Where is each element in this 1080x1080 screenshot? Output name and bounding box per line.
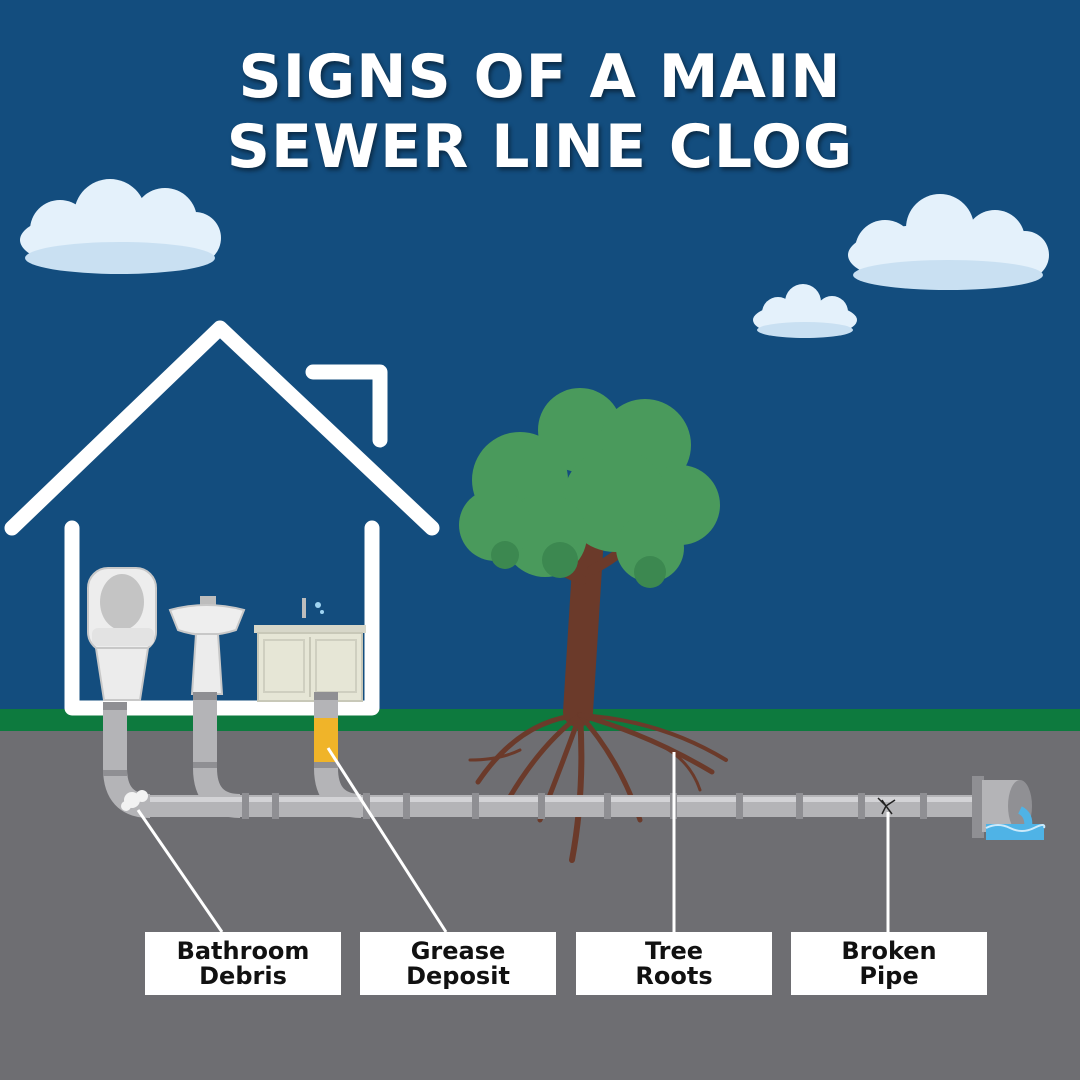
house-outline-icon [4, 320, 440, 716]
label-line: Broken [841, 936, 937, 965]
ground [0, 729, 1080, 1080]
title-line-1: SIGNS OF A MAIN [238, 42, 842, 112]
crack-icon [877, 797, 896, 815]
label-bathroom-debris: Bathroom Debris [145, 932, 341, 995]
sewer-pipe [103, 692, 980, 819]
cloud-icon [753, 284, 857, 338]
label-tree-roots: Tree Roots [576, 932, 772, 995]
outlet-pipe-icon [972, 776, 1046, 840]
label-broken-pipe: Broken Pipe [791, 932, 987, 995]
label-line: Deposit [406, 961, 510, 990]
cloud-icon [848, 194, 1049, 290]
label-line: Roots [635, 961, 713, 990]
label-grease-deposit: Grease Deposit [360, 932, 556, 995]
cloud-icon [20, 179, 221, 274]
vanity-sink-icon [254, 598, 366, 702]
label-line: Tree [644, 936, 704, 965]
debris-icon [121, 790, 148, 811]
toilet-icon [87, 567, 157, 701]
label-line: Debris [199, 961, 287, 990]
label-line: Pipe [859, 961, 919, 990]
label-line: Bathroom [176, 936, 310, 965]
label-line: Grease [410, 936, 506, 965]
leader-lines [136, 747, 890, 933]
title-line-2: SEWER LINE CLOG [226, 112, 854, 182]
pedestal-sink-icon [168, 596, 246, 695]
tree-icon [459, 388, 728, 863]
